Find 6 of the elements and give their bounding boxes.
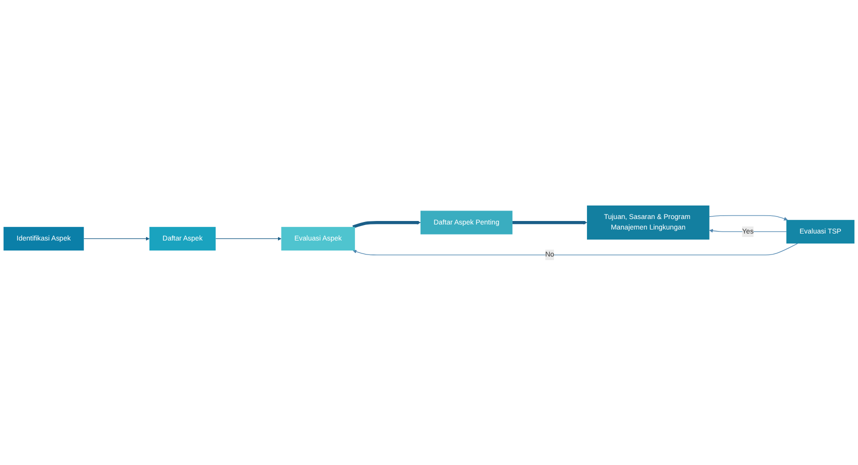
arrow: [215, 236, 282, 240]
arrow: [512, 220, 588, 224]
arrow: [709, 214, 788, 220]
arrow: [352, 242, 798, 255]
arrow: [352, 220, 421, 228]
arrow: [84, 236, 150, 240]
